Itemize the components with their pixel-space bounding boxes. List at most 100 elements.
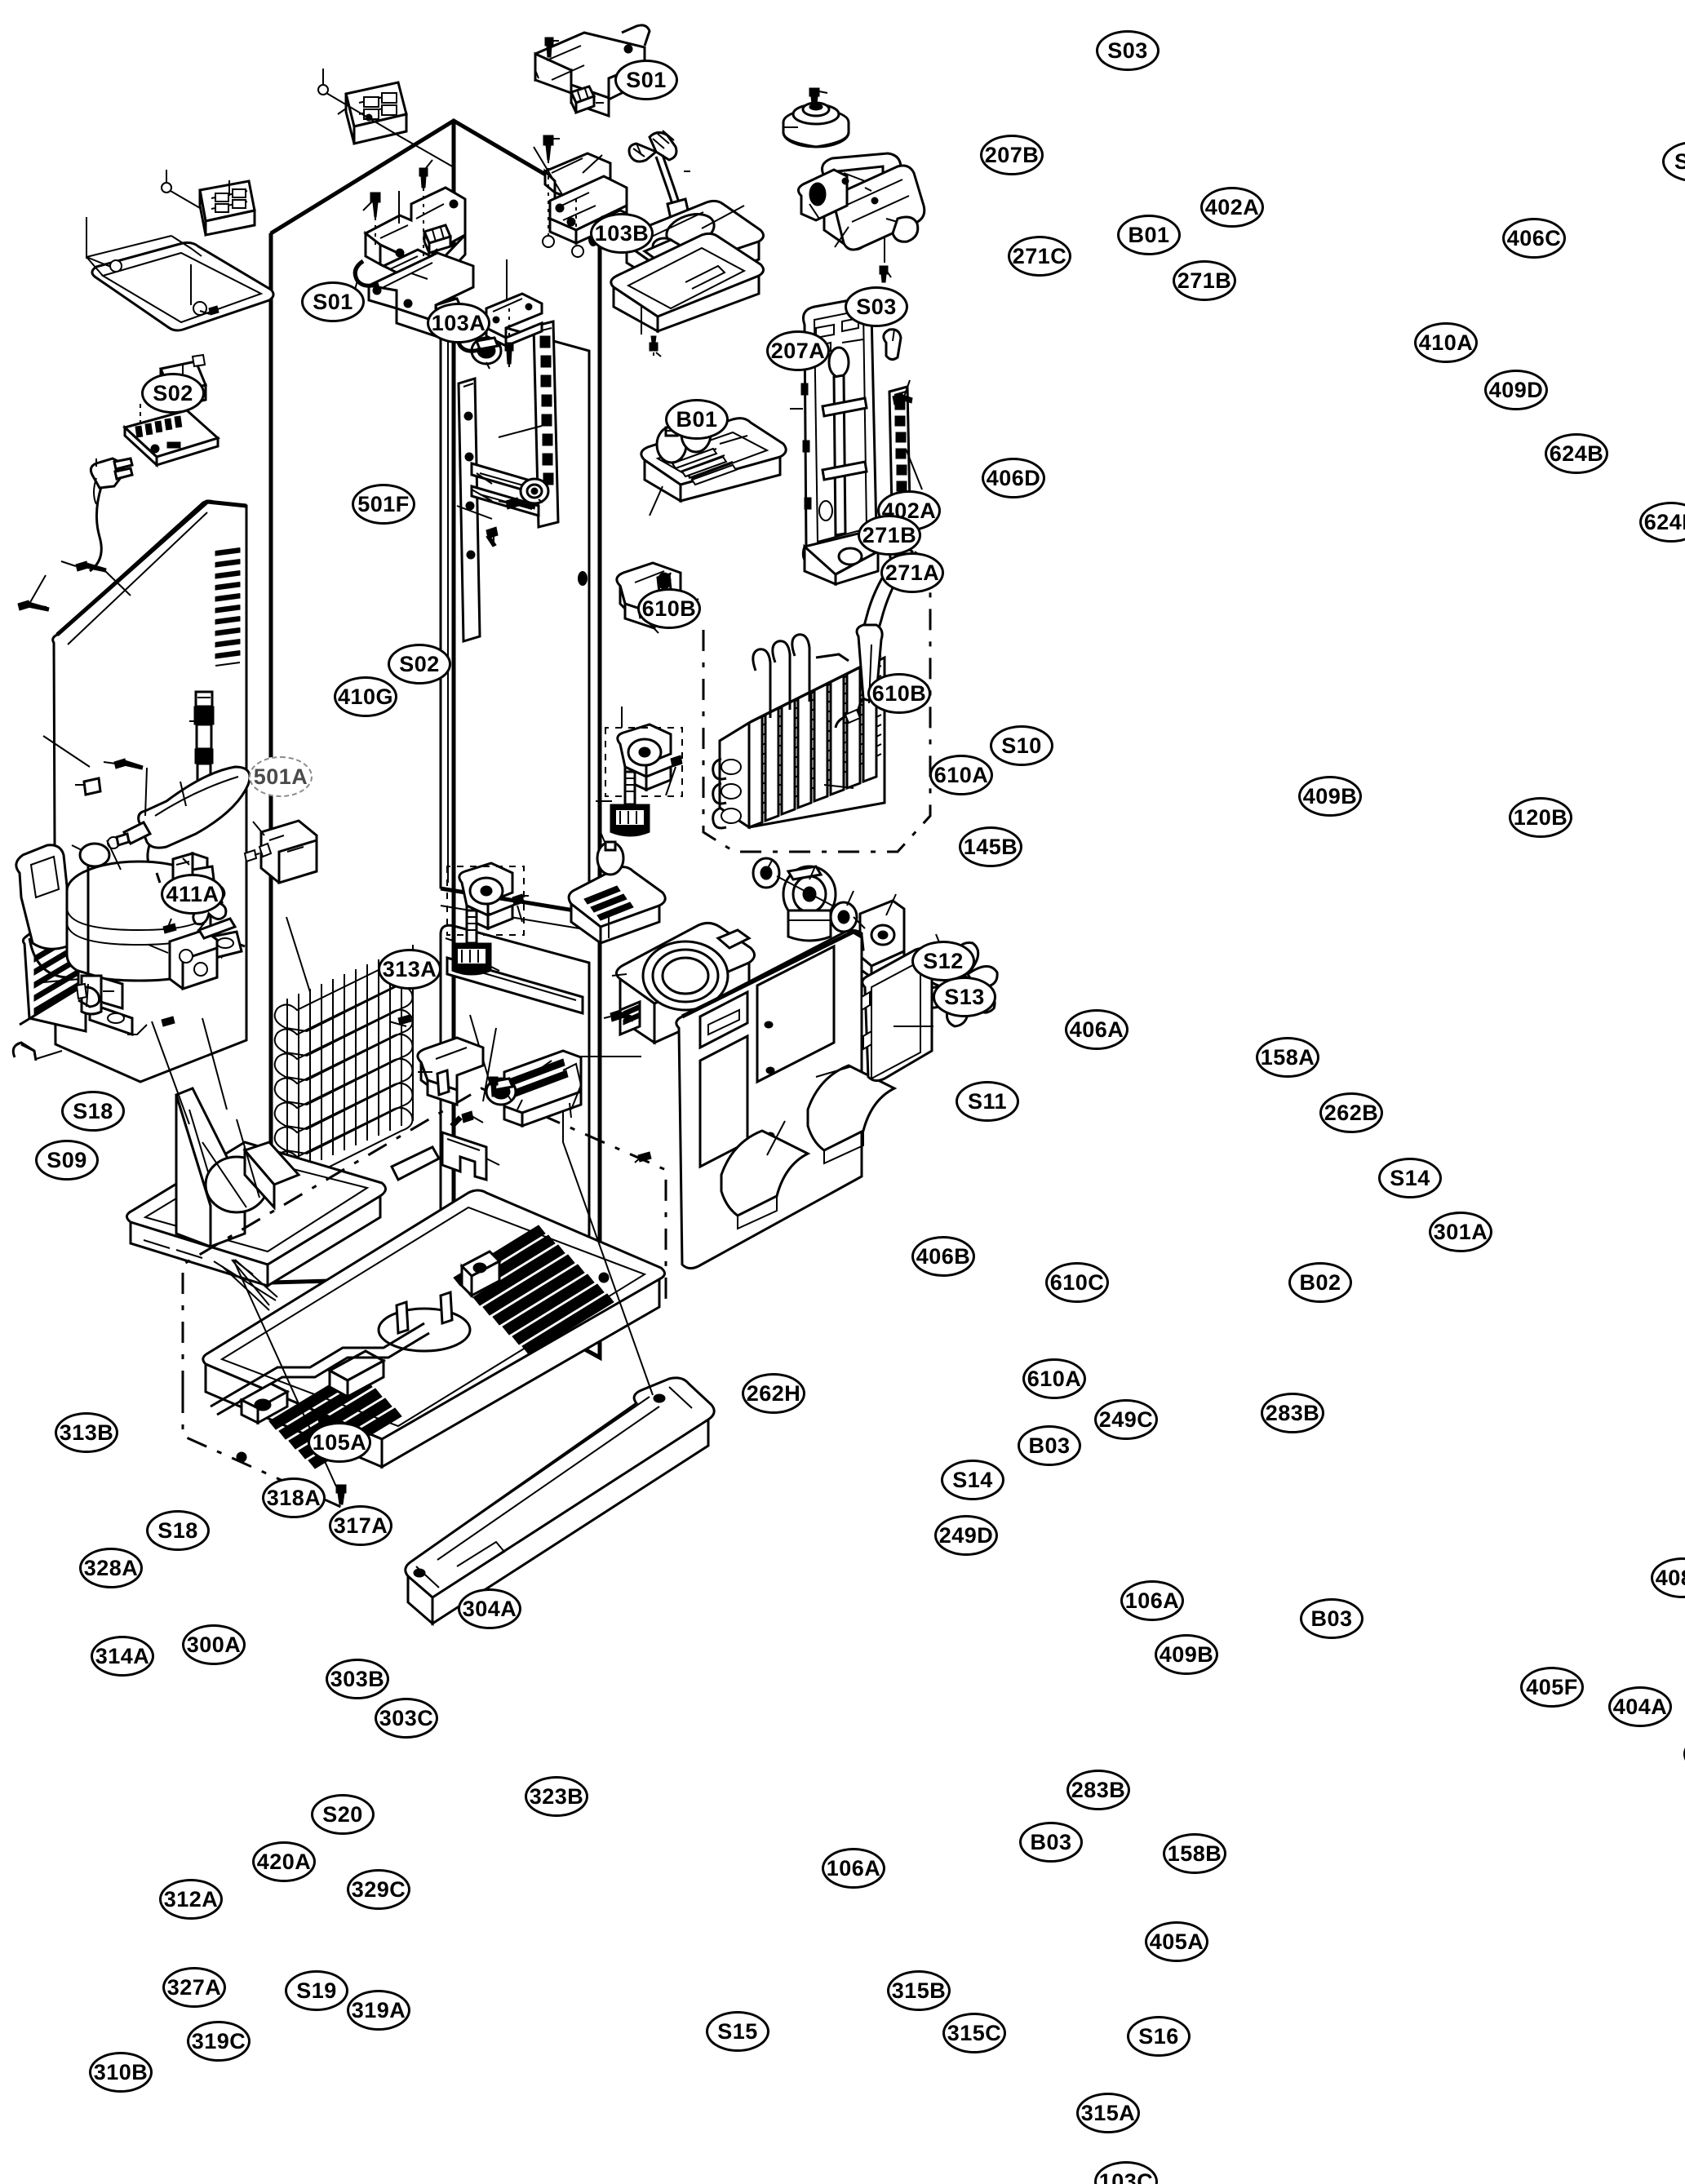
callout-610b[interactable]: 610B bbox=[637, 588, 701, 629]
callout-411a[interactable]: 411A bbox=[161, 874, 224, 915]
callout-406b[interactable]: 406B bbox=[911, 1236, 975, 1277]
callout-610a[interactable]: 610A bbox=[929, 755, 993, 795]
callout-s13[interactable]: S13 bbox=[933, 977, 996, 1017]
callout-271b[interactable]: 271B bbox=[1173, 260, 1236, 301]
callout-313a[interactable]: 313A bbox=[378, 949, 441, 990]
callout-158a[interactable]: 158A bbox=[1256, 1037, 1319, 1078]
callout-410g[interactable]: 410G bbox=[334, 676, 397, 717]
callout-262b[interactable]: 262B bbox=[1319, 1092, 1383, 1133]
callout-406c[interactable]: 406C bbox=[1502, 218, 1566, 259]
callout-409b[interactable]: 409B bbox=[1155, 1634, 1218, 1675]
callout-271b[interactable]: 271B bbox=[858, 515, 921, 556]
callout-610c[interactable]: 610C bbox=[1045, 1262, 1109, 1303]
callout-s02[interactable]: S02 bbox=[388, 644, 451, 684]
callout-406d[interactable]: 406D bbox=[982, 458, 1045, 498]
callout-s20[interactable]: S20 bbox=[311, 1794, 375, 1835]
callout-s19[interactable]: S19 bbox=[285, 1970, 348, 2011]
callout-283b[interactable]: 283B bbox=[1066, 1770, 1130, 1810]
callout-207a[interactable]: 207A bbox=[766, 330, 830, 371]
callout-329c[interactable]: 329C bbox=[347, 1869, 410, 1910]
callout-s15[interactable]: S15 bbox=[706, 2011, 769, 2052]
part-332a-back-panel bbox=[675, 928, 898, 1270]
part-283b-bracket-2 bbox=[458, 862, 514, 931]
callout-610a[interactable]: 610A bbox=[1022, 1358, 1086, 1399]
callout-501a[interactable]: 501A bbox=[249, 756, 313, 797]
callout-b03[interactable]: B03 bbox=[1018, 1425, 1081, 1466]
screw-s16 bbox=[610, 1009, 634, 1022]
callout-105a[interactable]: 105A bbox=[308, 1422, 371, 1463]
callout-406a[interactable]: 406A bbox=[1065, 1009, 1129, 1050]
callout-283b[interactable]: 283B bbox=[1261, 1393, 1324, 1433]
callout-312a[interactable]: 312A bbox=[159, 1879, 223, 1920]
callout-300a[interactable]: 300A bbox=[182, 1624, 246, 1665]
callout-s10[interactable]: S10 bbox=[990, 725, 1053, 766]
callout-271c[interactable]: 271C bbox=[1008, 236, 1071, 277]
callout-145b[interactable]: 145B bbox=[959, 826, 1022, 867]
part-262h-bracket bbox=[416, 1036, 485, 1107]
callout-410a[interactable]: 410A bbox=[1414, 322, 1478, 363]
callout-319c[interactable]: 319C bbox=[187, 2021, 251, 2062]
callout-s18[interactable]: S18 bbox=[146, 1510, 210, 1551]
callout-103a[interactable]: 103A bbox=[427, 303, 490, 343]
part-503d-lamp-cover bbox=[610, 199, 765, 334]
callout-315b[interactable]: 315B bbox=[887, 1970, 951, 2011]
part-405f-washer bbox=[752, 857, 781, 889]
callout-405f[interactable]: 405F bbox=[1520, 1667, 1584, 1708]
callout-s03[interactable]: S03 bbox=[1096, 30, 1160, 71]
callout-409d[interactable]: 409D bbox=[1484, 370, 1548, 410]
callout-303c[interactable]: 303C bbox=[375, 1698, 438, 1739]
callout-405a[interactable]: 405A bbox=[1145, 1921, 1208, 1962]
callout-120b[interactable]: 120B bbox=[1509, 797, 1572, 838]
callout-249d[interactable]: 249D bbox=[934, 1515, 998, 1556]
screw-s17 bbox=[637, 1151, 652, 1163]
callout-328a[interactable]: 328A bbox=[79, 1548, 143, 1588]
callout-249c[interactable]: 249C bbox=[1094, 1399, 1158, 1440]
callout-s11[interactable]: S11 bbox=[956, 1081, 1019, 1122]
callout-314a[interactable]: 314A bbox=[91, 1636, 154, 1677]
callout-319a[interactable]: 319A bbox=[347, 1990, 410, 2031]
callout-420a[interactable]: 420A bbox=[252, 1841, 316, 1882]
callout-313b[interactable]: 313B bbox=[55, 1412, 118, 1453]
callout-s16[interactable]: S16 bbox=[1127, 2016, 1191, 2057]
callout-304a[interactable]: 304A bbox=[458, 1588, 521, 1629]
callout-404a[interactable]: 404A bbox=[1608, 1686, 1672, 1727]
callout-b01[interactable]: B01 bbox=[665, 399, 729, 440]
callout-318a[interactable]: 318A bbox=[262, 1477, 326, 1518]
callout-301a[interactable]: 301A bbox=[1429, 1212, 1492, 1252]
callout-b03[interactable]: B03 bbox=[1019, 1822, 1083, 1863]
callout-207b[interactable]: 207B bbox=[980, 135, 1044, 175]
callout-402a[interactable]: 402A bbox=[1200, 187, 1264, 228]
callout-s03[interactable]: S03 bbox=[845, 286, 908, 327]
callout-103b[interactable]: 103B bbox=[590, 213, 654, 254]
callout-315c[interactable]: 315C bbox=[942, 2013, 1006, 2053]
callout-310b[interactable]: 310B bbox=[89, 2052, 153, 2093]
callout-271a[interactable]: 271A bbox=[880, 552, 944, 593]
callout-s09[interactable]: S09 bbox=[35, 1140, 99, 1181]
callout-327a[interactable]: 327A bbox=[162, 1967, 226, 2008]
callout-106a[interactable]: 106A bbox=[1120, 1580, 1184, 1621]
callout-s02[interactable]: S02 bbox=[141, 373, 205, 414]
callout-323b[interactable]: 323B bbox=[525, 1776, 588, 1817]
callout-610b[interactable]: 610B bbox=[867, 673, 931, 714]
callout-s14[interactable]: S14 bbox=[941, 1460, 1004, 1500]
callout-s14[interactable]: S14 bbox=[1378, 1158, 1442, 1198]
part-408a-evaporator bbox=[712, 633, 886, 830]
callout-s12[interactable]: S12 bbox=[911, 941, 975, 981]
callout-501f[interactable]: 501F bbox=[352, 484, 415, 525]
callout-106a[interactable]: 106A bbox=[822, 1848, 885, 1889]
callout-315a[interactable]: 315A bbox=[1076, 2093, 1140, 2133]
callout-262h[interactable]: 262H bbox=[742, 1373, 805, 1414]
callout-s18[interactable]: S18 bbox=[61, 1091, 125, 1132]
callout-s01[interactable]: S01 bbox=[301, 281, 365, 322]
callout-s01[interactable]: S01 bbox=[614, 60, 678, 100]
callout-b01[interactable]: B01 bbox=[1117, 215, 1181, 255]
callout-303b[interactable]: 303B bbox=[326, 1659, 389, 1699]
callout-624b[interactable]: 624B bbox=[1545, 433, 1608, 474]
callout-624d[interactable]: 624D bbox=[1639, 502, 1685, 543]
callout-b02[interactable]: B02 bbox=[1288, 1262, 1352, 1303]
callout-158b[interactable]: 158B bbox=[1163, 1833, 1226, 1874]
callout-409b[interactable]: 409B bbox=[1298, 776, 1362, 817]
part-405c-grommet bbox=[829, 901, 858, 933]
callout-317a[interactable]: 317A bbox=[329, 1505, 392, 1546]
callout-b03[interactable]: B03 bbox=[1300, 1598, 1364, 1639]
